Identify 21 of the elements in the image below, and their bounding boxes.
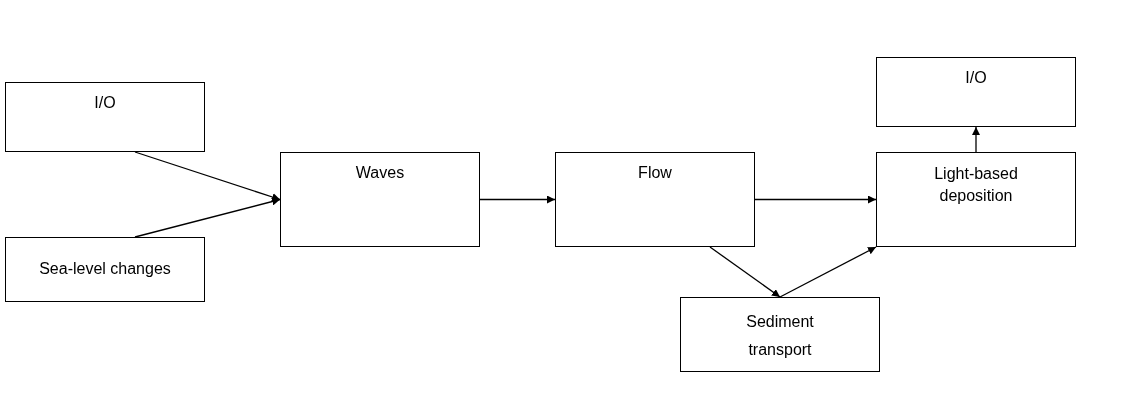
arrow: [972, 126, 980, 153]
box-label: I/O: [94, 93, 116, 113]
box-label: Sediment transport: [745, 312, 815, 360]
process-box: [555, 152, 755, 247]
process-box: [876, 152, 1076, 247]
process-box: [5, 237, 205, 302]
arrow: [779, 246, 877, 298]
process-box: [680, 297, 880, 372]
arrow: [754, 195, 877, 204]
box-label: Flow: [638, 163, 672, 183]
process-box: [876, 57, 1076, 127]
arrow: [709, 246, 781, 298]
arrow: [479, 195, 556, 204]
box-label: Waves: [355, 163, 405, 183]
box-label: Light-based deposition: [933, 164, 1019, 206]
arrow: [134, 151, 281, 201]
box-label: Sea-level changes: [39, 259, 171, 280]
box-label: I/O: [965, 68, 987, 88]
arrow: [134, 197, 281, 238]
process-box: [5, 82, 205, 152]
process-box: [280, 152, 480, 247]
